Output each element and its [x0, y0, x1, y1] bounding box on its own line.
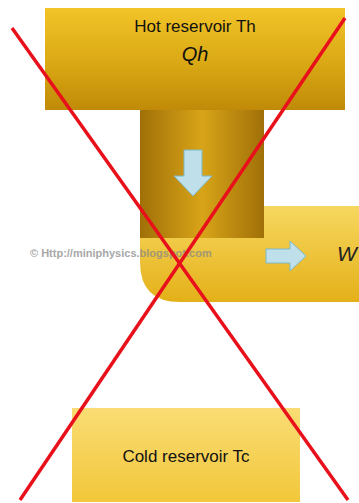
cross-line: [20, 18, 345, 500]
pipe-vertical: [140, 108, 264, 238]
work-arrow: [266, 241, 306, 271]
reservoir-box: Cold reservoir Tc: [72, 408, 300, 502]
work-symbol: W: [337, 242, 357, 266]
reservoir-name: Hot reservoir Th: [134, 17, 256, 37]
reservoir-name: Cold reservoir Tc: [122, 447, 249, 467]
heat-arrow: [174, 150, 212, 196]
cross-line: [12, 28, 348, 500]
pipe-bend: [140, 108, 359, 302]
watermark: © Http://miniphysics.blogspot.com: [30, 247, 212, 259]
reservoir-box: Hot reservoir Th Qh: [45, 8, 345, 110]
heat-symbol: Qh: [182, 43, 209, 66]
